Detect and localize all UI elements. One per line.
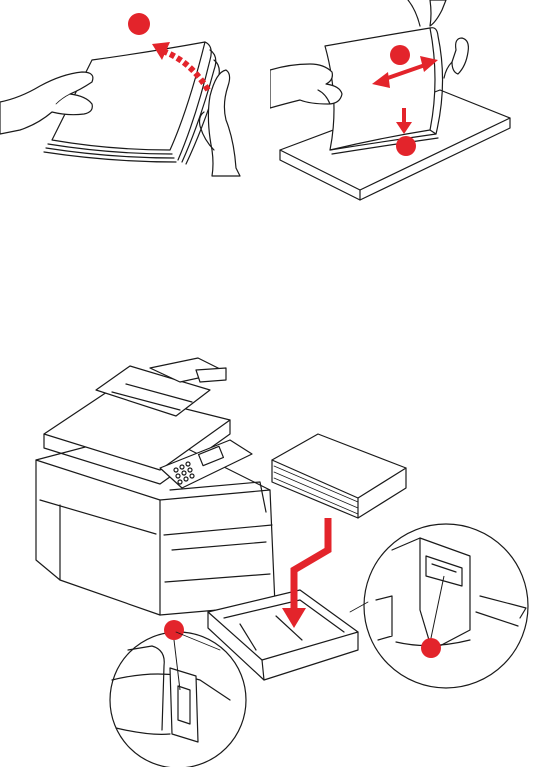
marker-2: [390, 45, 410, 65]
left-hand-align: [270, 64, 342, 108]
figure-fan-paper: [0, 0, 250, 200]
marker-3: [396, 136, 416, 156]
zoom-circle-stopper: [364, 524, 528, 688]
printer-body: [36, 460, 275, 615]
paper-ream: [272, 434, 406, 498]
marker-5: [421, 638, 441, 658]
feeder-extension: [196, 368, 226, 382]
fan-paper-illustration: [0, 0, 250, 200]
figure-align-stack: [270, 0, 533, 215]
right-hand: [208, 70, 240, 176]
align-stack-illustration: [270, 0, 533, 215]
guide-lever: [170, 668, 198, 742]
load-tray-illustration: [0, 350, 533, 767]
paper-stack: [325, 28, 435, 150]
marker-4: [164, 620, 184, 640]
top-hand: [430, 0, 446, 26]
right-hand-align: [452, 38, 468, 74]
figure-load-tray: [0, 350, 533, 767]
marker-1: [128, 13, 150, 35]
